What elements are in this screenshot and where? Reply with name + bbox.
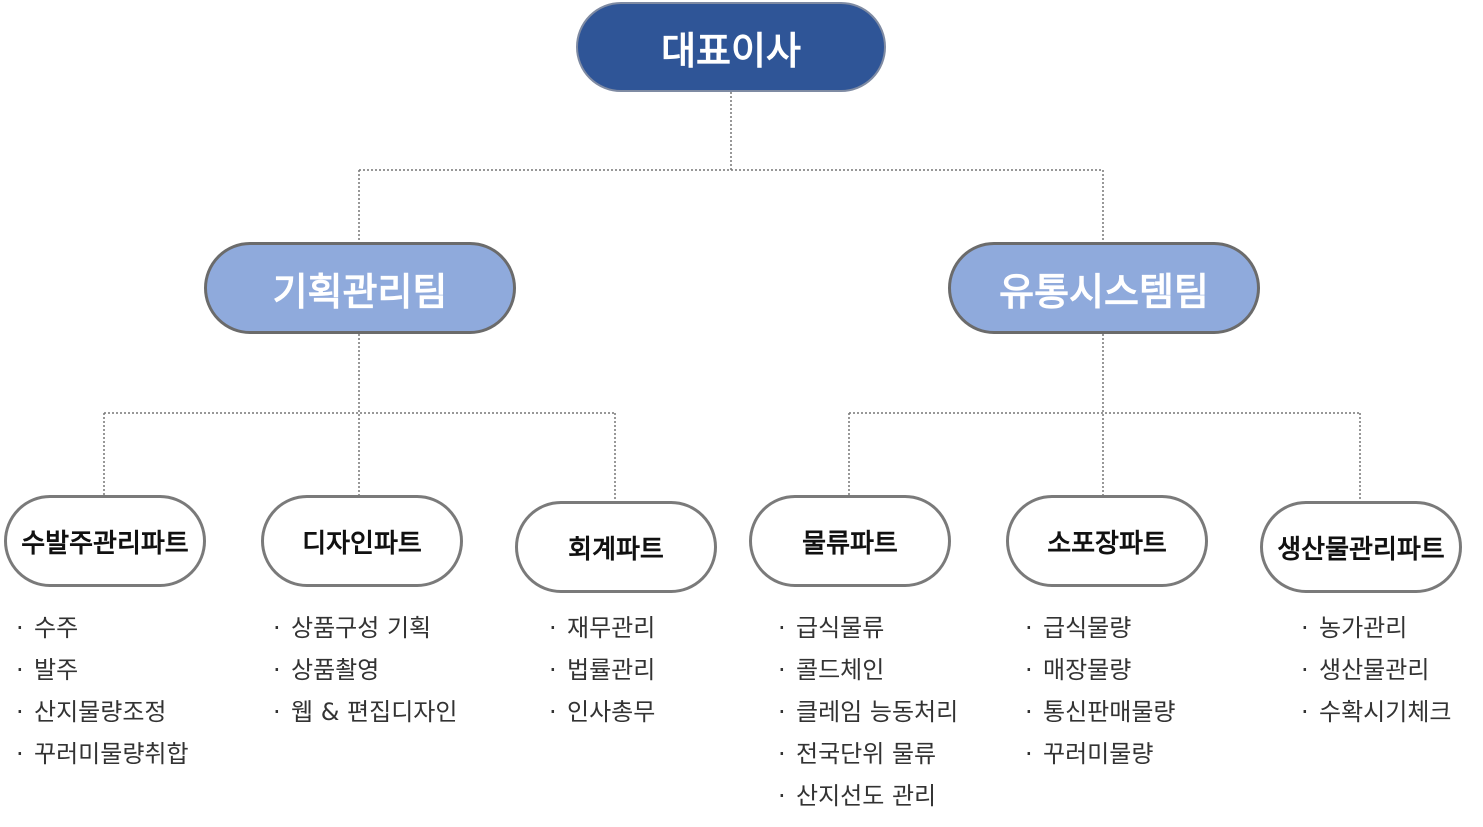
duty-item: 클레임 능동처리 [778, 691, 958, 733]
duty-item: 수확시기체크 [1301, 691, 1451, 733]
part-label: 물류파트 [802, 528, 898, 559]
part-node-accounting: 회계파트 [515, 501, 717, 593]
duty-item: 상품촬영 [273, 649, 457, 691]
team-node-planning: 기획관리팀 [204, 242, 516, 334]
duty-item: 통신판매물량 [1025, 691, 1175, 733]
part-node-design: 디자인파트 [261, 495, 463, 587]
duty-item: 산지선도 관리 [778, 775, 958, 817]
part-node-produce: 생산물관리파트 [1260, 501, 1462, 593]
duty-list-produce: 농가관리 생산물관리 수확시기체크 [1301, 607, 1451, 733]
part-node-packaging: 소포장파트 [1006, 495, 1208, 587]
part-label: 디자인파트 [302, 528, 422, 559]
duty-item: 웹 & 편집디자인 [273, 691, 457, 733]
duty-item: 수주 [16, 607, 189, 649]
duty-item: 상품구성 기획 [273, 607, 457, 649]
part-label: 회계파트 [568, 534, 664, 565]
duty-item: 꾸러미물량 [1025, 733, 1175, 775]
duty-item: 인사총무 [549, 691, 655, 733]
team-label: 유통시스템팀 [999, 269, 1209, 314]
ceo-node: 대표이사 [576, 2, 886, 92]
duty-item: 매장물량 [1025, 649, 1175, 691]
duty-item: 법률관리 [549, 649, 655, 691]
duty-list-logistics: 급식물류 콜드체인 클레임 능동처리 전국단위 물류 산지선도 관리 [778, 607, 958, 817]
duty-list-packaging: 급식물량 매장물량 통신판매물량 꾸러미물량 [1025, 607, 1175, 775]
duty-list-order: 수주 발주 산지물량조정 꾸러미물량취합 [16, 607, 189, 775]
duty-item: 급식물류 [778, 607, 958, 649]
ceo-label: 대표이사 [661, 28, 801, 73]
duty-list-accounting: 재무관리 법률관리 인사총무 [549, 607, 655, 733]
duty-item: 재무관리 [549, 607, 655, 649]
duty-item: 산지물량조정 [16, 691, 189, 733]
team-label: 기획관리팀 [272, 269, 448, 314]
duty-item: 생산물관리 [1301, 649, 1451, 691]
part-label: 소포장파트 [1047, 528, 1167, 559]
part-label: 생산물관리파트 [1277, 534, 1445, 565]
duty-item: 콜드체인 [778, 649, 958, 691]
part-node-logistics: 물류파트 [749, 495, 951, 587]
duty-item: 급식물량 [1025, 607, 1175, 649]
part-node-order: 수발주관리파트 [4, 495, 206, 587]
part-label: 수발주관리파트 [21, 528, 189, 559]
duty-item: 전국단위 물류 [778, 733, 958, 775]
duty-item: 꾸러미물량취합 [16, 733, 189, 775]
duty-item: 발주 [16, 649, 189, 691]
team-node-distribution: 유통시스템팀 [948, 242, 1260, 334]
duty-list-design: 상품구성 기획 상품촬영 웹 & 편집디자인 [273, 607, 457, 733]
duty-item: 농가관리 [1301, 607, 1451, 649]
